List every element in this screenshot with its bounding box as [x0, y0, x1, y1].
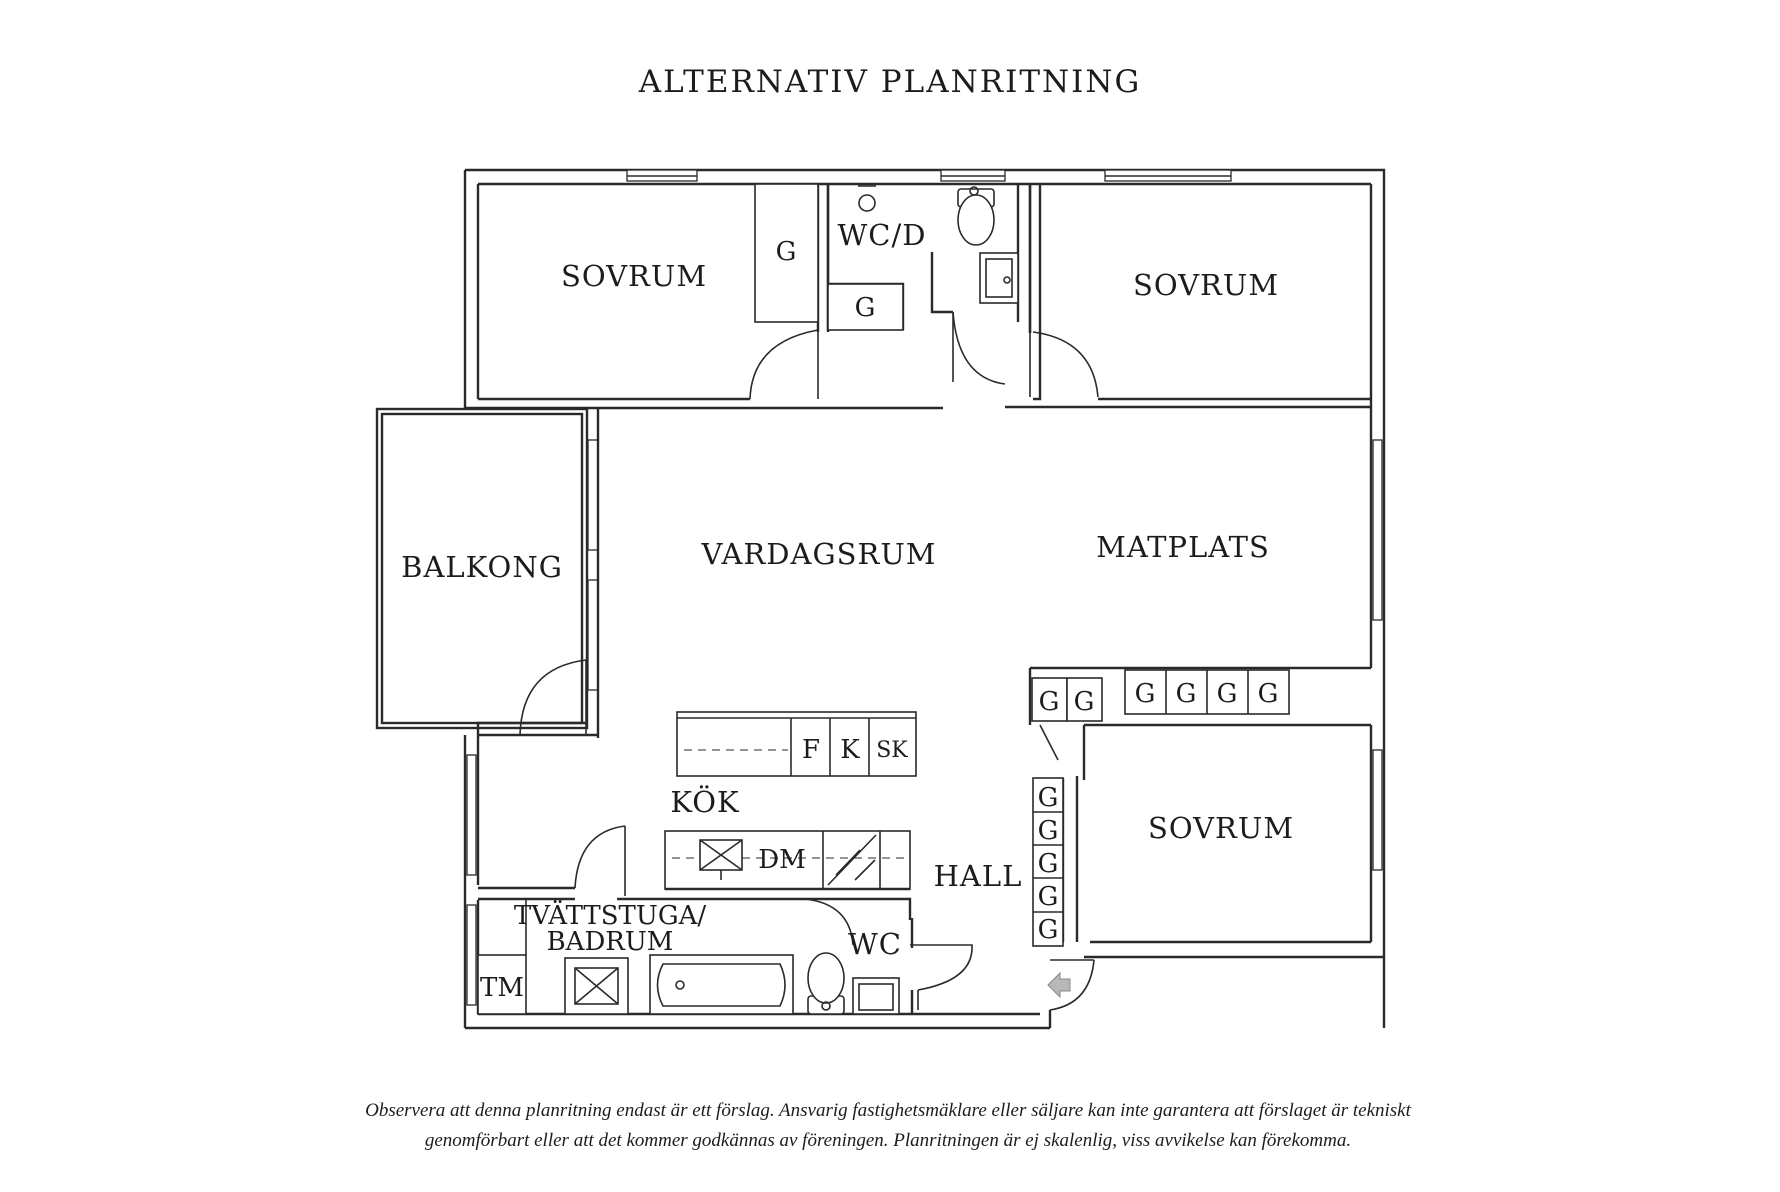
wardrobe-label: G — [1039, 687, 1060, 717]
wardrobe-label: G — [1217, 679, 1238, 709]
freezer-label: K — [840, 735, 860, 765]
wardrobe-label: G — [1176, 679, 1197, 709]
room-label-wc: WC — [848, 927, 902, 961]
fridge-label: F — [802, 735, 820, 765]
room-label-vardagsrum: VARDAGSRUM — [701, 537, 937, 571]
disclaimer-line-1: Observera att denna planritning endast ä… — [365, 1100, 1412, 1121]
room-label-badrum: BADRUM — [547, 927, 674, 957]
wardrobe-label: G — [1074, 687, 1095, 717]
wardrobe-label: G — [1135, 679, 1156, 709]
wardrobe-label: G — [1038, 882, 1059, 912]
wc-d: G — [826, 184, 1099, 398]
bedroom-2 — [1005, 184, 1371, 409]
windows — [466, 169, 1383, 1006]
room-label-hall: HALL — [934, 859, 1023, 893]
room-label-wc-d: WC/D — [837, 218, 926, 252]
wardrobe-label: G — [1038, 816, 1059, 846]
entrance-arrow-icon — [1047, 971, 1071, 999]
hall-wardrobes-top: G G G G G G — [1028, 666, 1371, 725]
balcony — [375, 407, 600, 738]
wardrobe-label: G — [1258, 679, 1279, 709]
disclaimer-line-2: genomförbart eller att det kommer godkän… — [425, 1130, 1351, 1151]
laundry-bathroom: TM — [477, 825, 1095, 1015]
bedroom-1: G — [478, 183, 830, 401]
wardrobe-label: G — [1038, 915, 1059, 945]
room-label-kok: KÖK — [670, 784, 740, 819]
cabinet-label: SK — [876, 738, 908, 763]
wardrobe-label: G — [776, 237, 797, 267]
bedroom-3: G G G G G — [1032, 723, 1371, 947]
wardrobe-label: G — [1038, 849, 1059, 879]
dishwasher-label: DM — [758, 845, 805, 875]
room-label-sovrum-1: SOVRUM — [561, 259, 707, 293]
room-label-sovrum-2: SOVRUM — [1133, 268, 1279, 302]
plan-title: ALTERNATIV PLANRITNING — [638, 64, 1142, 100]
wardrobe-label: G — [855, 293, 876, 323]
kitchen-island: F K SK — [676, 711, 917, 777]
wardrobe-label: G — [1038, 783, 1059, 813]
room-label-balkong: BALKONG — [401, 550, 563, 584]
room-label-sovrum-3: SOVRUM — [1148, 811, 1294, 845]
room-label-tvattstuga: TVÄTTSTUGA/ — [514, 900, 706, 931]
room-label-matplats: MATPLATS — [1096, 530, 1270, 564]
dryer-label: TM — [480, 973, 524, 1003]
